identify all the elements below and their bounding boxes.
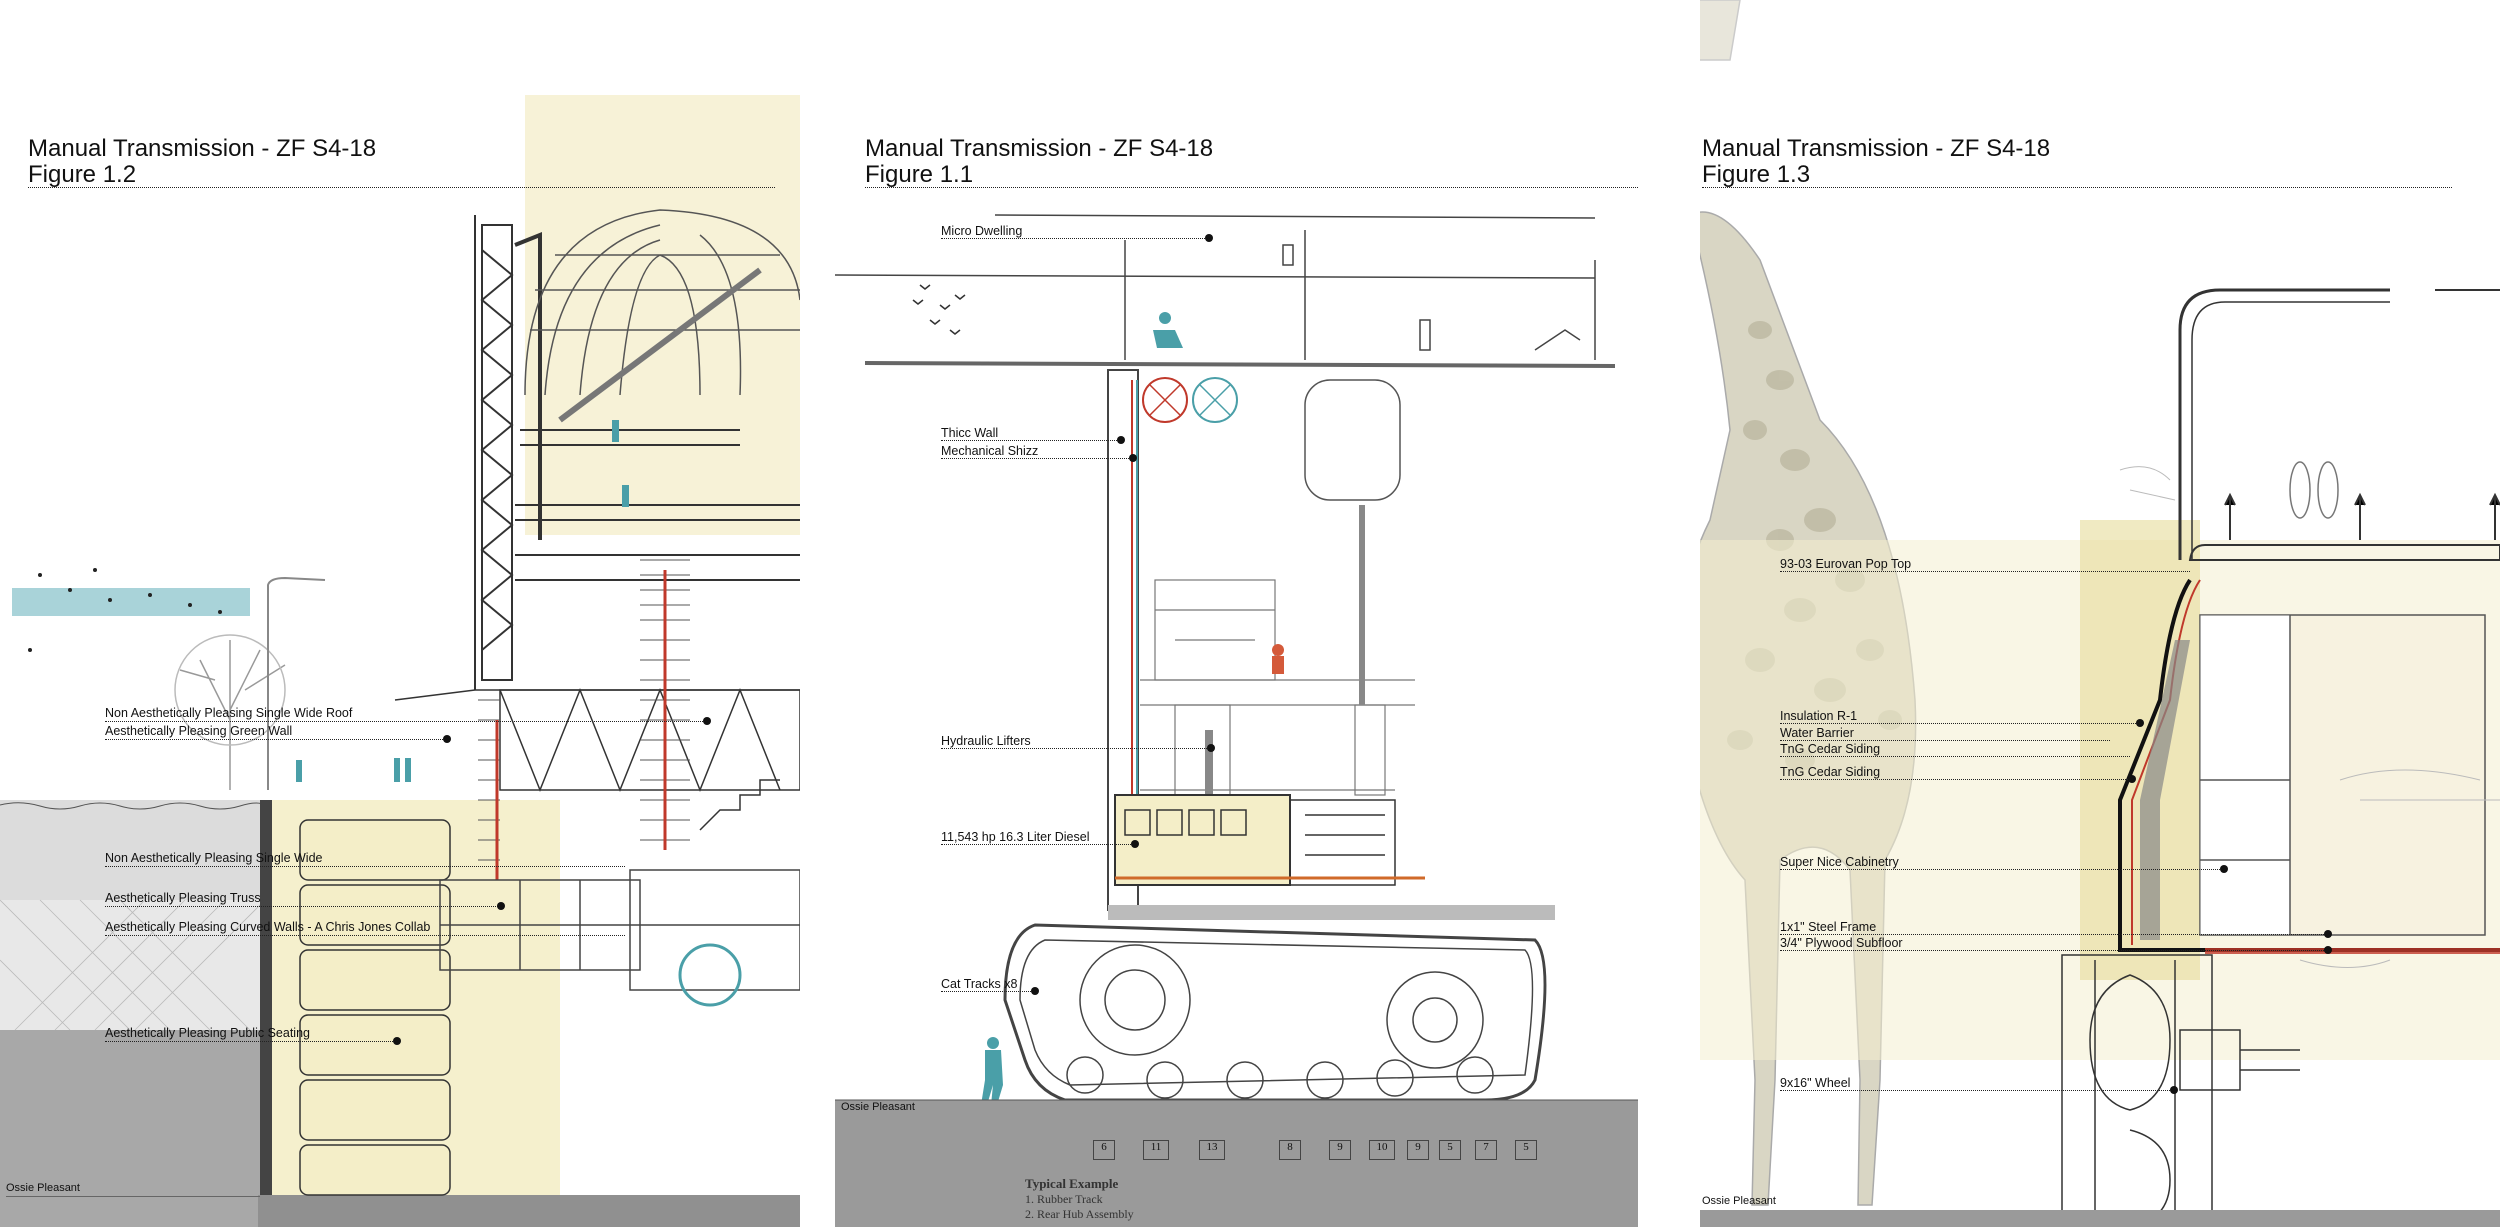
- leader-thicc-wall: [941, 440, 1119, 441]
- panel-figure-1-1: Manual Transmission - ZF S4-18 Figure 1.…: [835, 0, 1638, 1227]
- callout-box: 9: [1329, 1140, 1351, 1160]
- leader-subfloor: [1780, 950, 2326, 951]
- label-tng-cedar-siding-1: TnG Cedar Siding: [1780, 742, 1881, 756]
- panel-figure-1-3: Manual Transmission - ZF S4-18 Figure 1.…: [1700, 0, 2500, 1227]
- label-steel-frame: 1x1" Steel Frame: [1780, 920, 1877, 934]
- figure-1-2-title-rule: [28, 187, 775, 188]
- typical-example-item: 2. Rear Hub Assembly: [1025, 1207, 1134, 1221]
- figure-1-1-drawing: [835, 214, 1638, 1227]
- figure-1-1-title: Manual Transmission - ZF S4-18 Figure 1.…: [865, 136, 1213, 188]
- panel-figure-1-2: Manual Transmission - ZF S4-18 Figure 1.…: [0, 0, 800, 1227]
- label-single-wide: Non Aesthetically Pleasing Single Wide: [105, 851, 323, 865]
- dot-subfloor: [2324, 946, 2332, 954]
- label-thicc-wall: Thicc Wall: [941, 426, 999, 440]
- dot-micro-dwelling: [1205, 234, 1213, 242]
- leader-green-wall: [105, 739, 445, 740]
- dot-mechanical: [1129, 454, 1137, 462]
- leader-tng-cedar-siding-2: [1780, 779, 2130, 780]
- callout-box: 7: [1475, 1140, 1497, 1160]
- ground-line: [6, 1196, 260, 1197]
- figure-1-3-title-line1: Manual Transmission - ZF S4-18: [1702, 135, 2051, 162]
- leader-wheel: [1780, 1090, 2172, 1091]
- dot-cabinetry: [2220, 865, 2228, 873]
- dot-cat-tracks: [1031, 987, 1039, 995]
- leader-public-seating: [105, 1041, 395, 1042]
- callout-box: 5: [1439, 1140, 1461, 1160]
- label-wheel: 9x16" Wheel: [1780, 1076, 1851, 1090]
- label-tng-cedar-siding-2: TnG Cedar Siding: [1780, 765, 1881, 779]
- figure-1-1-title-line2: Figure 1.1: [865, 161, 974, 188]
- ground-label: Ossie Pleasant: [841, 1101, 915, 1113]
- dot-hydraulic-lifters: [1207, 744, 1215, 752]
- callout-box: 10: [1369, 1140, 1395, 1160]
- typical-example-item: 1. Rubber Track: [1025, 1192, 1103, 1206]
- leader-micro-dwelling: [941, 238, 1207, 239]
- label-cat-tracks: Cat Tracks x8: [941, 977, 1018, 991]
- label-hydraulic-lifters: Hydraulic Lifters: [941, 734, 1031, 748]
- label-subfloor: 3/4" Plywood Subfloor: [1780, 936, 1903, 950]
- figure-1-3-title: Manual Transmission - ZF S4-18 Figure 1.…: [1702, 136, 2050, 188]
- leader-diesel: [941, 844, 1133, 845]
- leader-cabinetry: [1780, 869, 2222, 870]
- leader-tng-cedar-siding-1: [1780, 756, 2130, 757]
- figure-1-3-drawing: [1700, 0, 2500, 1227]
- dot-thicc-wall: [1117, 436, 1125, 444]
- leader-insulation: [1780, 723, 2138, 724]
- label-curved-walls: Aesthetically Pleasing Curved Walls - A …: [105, 920, 431, 934]
- figure-1-1-title-line1: Manual Transmission - ZF S4-18: [865, 135, 1214, 162]
- label-public-seating: Aesthetically Pleasing Public Seating: [105, 1026, 310, 1040]
- leader-pop-top: [1780, 571, 2190, 572]
- typical-example-heading: Typical Example: [1025, 1176, 1119, 1191]
- leader-water-barrier: [1780, 740, 2110, 741]
- label-water-barrier: Water Barrier: [1780, 726, 1854, 740]
- label-mechanical: Mechanical Shizz: [941, 444, 1039, 458]
- callout-box: 11: [1143, 1140, 1169, 1160]
- label-cabinetry: Super Nice Cabinetry: [1780, 855, 1899, 869]
- callout-box: 8: [1279, 1140, 1301, 1160]
- leader-mechanical: [941, 458, 1131, 459]
- figure-1-1-title-rule: [865, 187, 1638, 188]
- leader-steel-frame: [1780, 934, 2326, 935]
- dot-single-wide-roof: [703, 717, 711, 725]
- label-pop-top: 93-03 Eurovan Pop Top: [1780, 557, 1912, 571]
- dot-public-seating: [393, 1037, 401, 1045]
- label-diesel: 11,543 hp 16.3 Liter Diesel: [941, 830, 1090, 844]
- label-truss: Aesthetically Pleasing Truss: [105, 891, 261, 905]
- dot-insulation: [2136, 719, 2144, 727]
- leader-single-wide-roof: [105, 721, 705, 722]
- leader-single-wide: [105, 866, 625, 867]
- callout-box: 5: [1515, 1140, 1537, 1160]
- label-insulation: Insulation R-1: [1780, 709, 1858, 723]
- dot-diesel: [1131, 840, 1139, 848]
- figure-1-2-title: Manual Transmission - ZF S4-18 Figure 1.…: [28, 136, 376, 188]
- label-single-wide-roof: Non Aesthetically Pleasing Single Wide R…: [105, 706, 353, 720]
- figure-1-2-title-line2: Figure 1.2: [28, 161, 137, 188]
- callout-box: 9: [1407, 1140, 1429, 1160]
- dot-truss: [497, 902, 505, 910]
- ground-label: Ossie Pleasant: [1702, 1195, 1776, 1207]
- leader-curved-walls: [105, 935, 625, 936]
- leader-cat-tracks: [941, 991, 1033, 992]
- dot-wheel: [2170, 1086, 2178, 1094]
- ground-label: Ossie Pleasant: [6, 1182, 80, 1194]
- callout-box: 13: [1199, 1140, 1225, 1160]
- label-green-wall: Aesthetically Pleasing Green Wall: [105, 724, 293, 738]
- leader-hydraulic-lifters: [941, 748, 1209, 749]
- figure-1-3-title-line2: Figure 1.3: [1702, 161, 1811, 188]
- label-micro-dwelling: Micro Dwelling: [941, 224, 1023, 238]
- dot-green-wall: [443, 735, 451, 743]
- leader-truss: [105, 906, 500, 907]
- figure-1-2-title-line1: Manual Transmission - ZF S4-18: [28, 135, 377, 162]
- dot-steel-frame: [2324, 930, 2332, 938]
- dot-tng-cedar-siding-2: [2128, 775, 2136, 783]
- callout-box: 6: [1093, 1140, 1115, 1160]
- figure-1-3-title-rule: [1702, 187, 2452, 188]
